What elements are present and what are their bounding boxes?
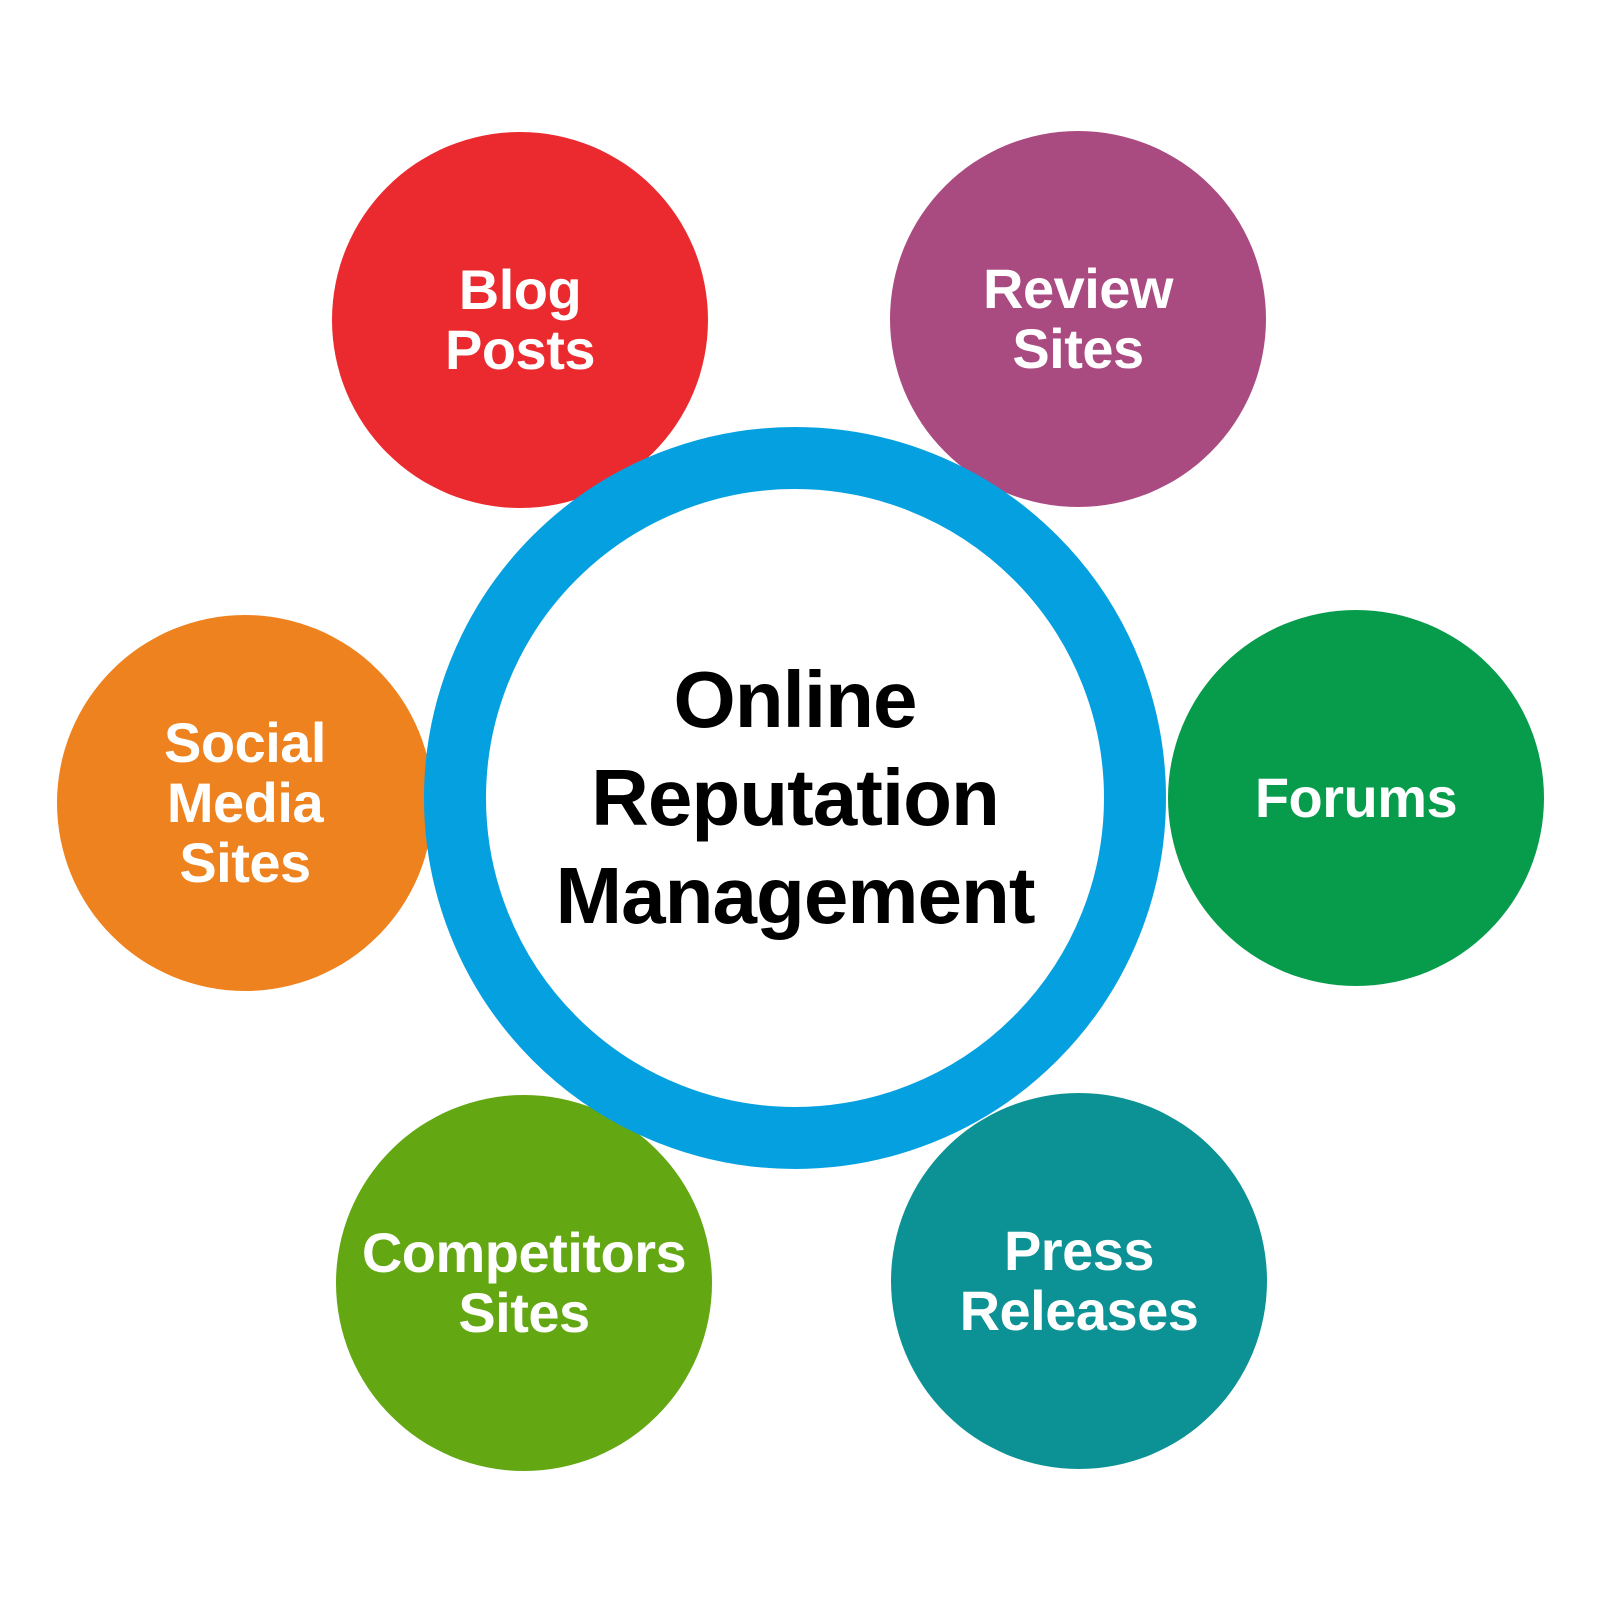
node-label: Press Releases: [959, 1219, 1199, 1342]
node-competitors-sites: Competitors Sites: [336, 1095, 712, 1471]
center-hub-ring: Online Reputation Management: [424, 427, 1166, 1169]
node-label: Review Sites: [983, 257, 1174, 380]
node-review-sites: Review Sites: [890, 131, 1266, 507]
node-social-media-sites: Social Media Sites: [57, 615, 433, 991]
node-label: Social Media Sites: [164, 711, 326, 894]
center-title: Online Reputation Management: [555, 655, 1036, 940]
node-label: Forums: [1254, 766, 1458, 829]
node-label: Blog Posts: [445, 258, 596, 381]
node-forums: Forums: [1168, 610, 1544, 986]
node-blog-posts: Blog Posts: [332, 132, 708, 508]
node-label: Competitors Sites: [361, 1221, 687, 1344]
node-press-releases: Press Releases: [891, 1093, 1267, 1469]
